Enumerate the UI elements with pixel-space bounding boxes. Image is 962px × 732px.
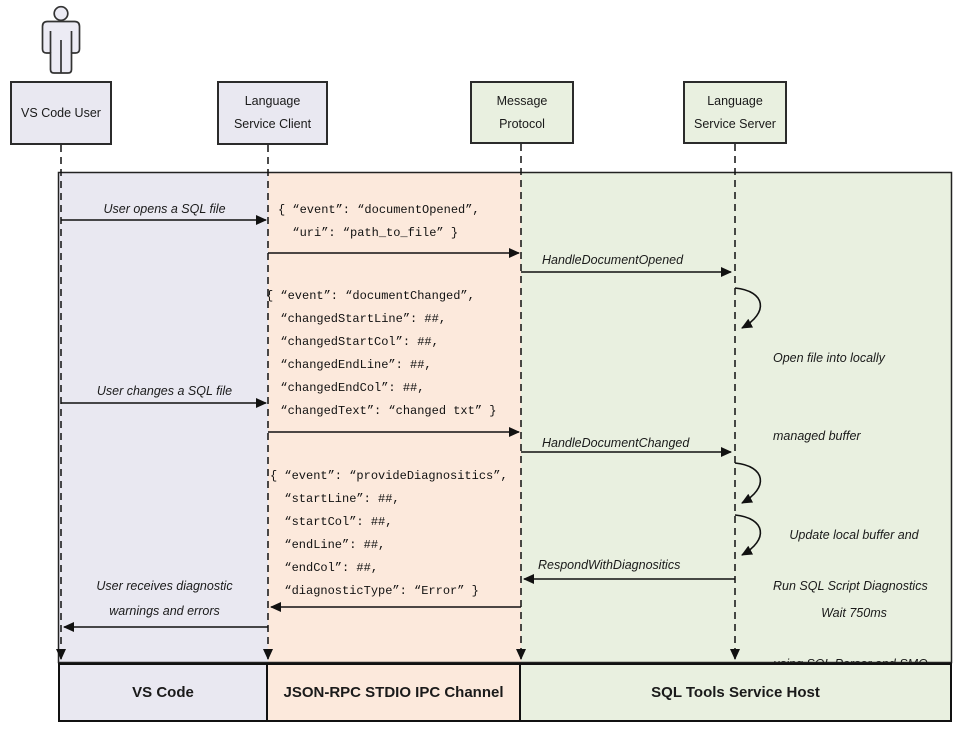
note-open-file-buffer: Open file into locally managed buffer	[773, 293, 885, 501]
payload-line: “changedEndCol”: ##,	[266, 381, 425, 395]
lane-service-host	[521, 172, 952, 663]
payload-line: “changedEndLine”: ##,	[266, 358, 432, 372]
note-line1: Run SQL Script Diagnostics	[773, 579, 928, 593]
payload-line: { “event”: “documentOpened”,	[278, 203, 480, 217]
note-line2: managed buffer	[773, 429, 861, 443]
actor-label-line1: Message	[496, 93, 548, 108]
self-loop-run-diagnostics	[734, 514, 762, 556]
json-payload-document-changed: { “event”: “documentChanged”, “changedSt…	[266, 285, 496, 423]
footer-label: SQL Tools Service Host	[651, 684, 820, 701]
payload-line: “uri”: “path_to_file” }	[278, 226, 459, 240]
payload-line: “diagnosticType”: “Error” }	[270, 584, 479, 598]
payload-line: “endCol”: ##,	[270, 561, 379, 575]
label-handle-document-changed: HandleDocumentChanged	[542, 436, 690, 450]
note-line1: Update local buffer and	[789, 528, 919, 542]
payload-line: “startCol”: ##,	[270, 515, 393, 529]
payload-line: “changedStartLine”: ##,	[266, 312, 447, 326]
payload-line: “changedStartCol”: ##,	[266, 335, 439, 349]
payload-line: “changedText”: “changed txt” }	[266, 404, 497, 418]
self-loop-update-buffer	[734, 462, 762, 504]
label-user-receives-diagnostics: User receives diagnostic warnings and er…	[61, 574, 268, 624]
note-line2: Wait 750ms	[821, 606, 887, 620]
footer-label: VS Code	[132, 684, 194, 701]
actor-label-line2: Protocol	[499, 116, 545, 131]
self-loop-open-buffer	[734, 287, 762, 329]
lane-outline	[57, 171, 953, 664]
footer-box-sql-tools-service-host: SQL Tools Service Host	[519, 663, 952, 722]
label-user-changes-sql-file: User changes a SQL file	[96, 384, 233, 398]
actor-box-vscode-user: VS Code User	[10, 81, 112, 145]
payload-line: “endLine”: ##,	[270, 538, 386, 552]
label-line1: User receives diagnostic	[96, 579, 233, 593]
label-user-opens-sql-file: User opens a SQL file	[103, 202, 226, 216]
footer-label: JSON-RPC STDIO IPC Channel	[283, 684, 504, 701]
lane-ipc-channel	[268, 172, 521, 663]
payload-line: { “event”: “provideDiagnositics”,	[270, 469, 508, 483]
payload-line: { “event”: “documentChanged”,	[266, 289, 475, 303]
note-line1: Open file into locally	[773, 351, 885, 365]
footer-box-ipc-channel: JSON-RPC STDIO IPC Channel	[266, 663, 521, 722]
actor-box-message-protocol: Message Protocol	[470, 81, 574, 144]
footer-box-vscode: VS Code	[58, 663, 268, 722]
label-respond-with-diagnostics: RespondWithDiagnositics	[538, 558, 681, 572]
json-payload-provide-diagnostics: { “event”: “provideDiagnositics”, “start…	[270, 465, 508, 603]
actor-label: VS Code User	[21, 105, 101, 120]
actor-label-line1: Language	[244, 94, 301, 108]
label-handle-document-opened: HandleDocumentOpened	[542, 253, 684, 267]
json-payload-document-opened: { “event”: “documentOpened”, “uri”: “pat…	[278, 199, 480, 245]
actor-box-language-service-server: Language Service Server	[683, 81, 787, 144]
label-line2: warnings and errors	[109, 604, 220, 618]
payload-line: “startLine”: ##,	[270, 492, 400, 506]
note-update-buffer-wait: Update local buffer and Wait 750ms	[773, 470, 935, 678]
actor-label-line2: Service Server	[694, 116, 776, 131]
actor-label-line2: Service Client	[233, 117, 312, 131]
actor-label-line1: Language	[707, 93, 763, 108]
user-actor-icon	[41, 5, 81, 74]
actor-box-language-service-client: Language Service Client	[217, 81, 328, 145]
lane-vscode	[58, 172, 268, 663]
